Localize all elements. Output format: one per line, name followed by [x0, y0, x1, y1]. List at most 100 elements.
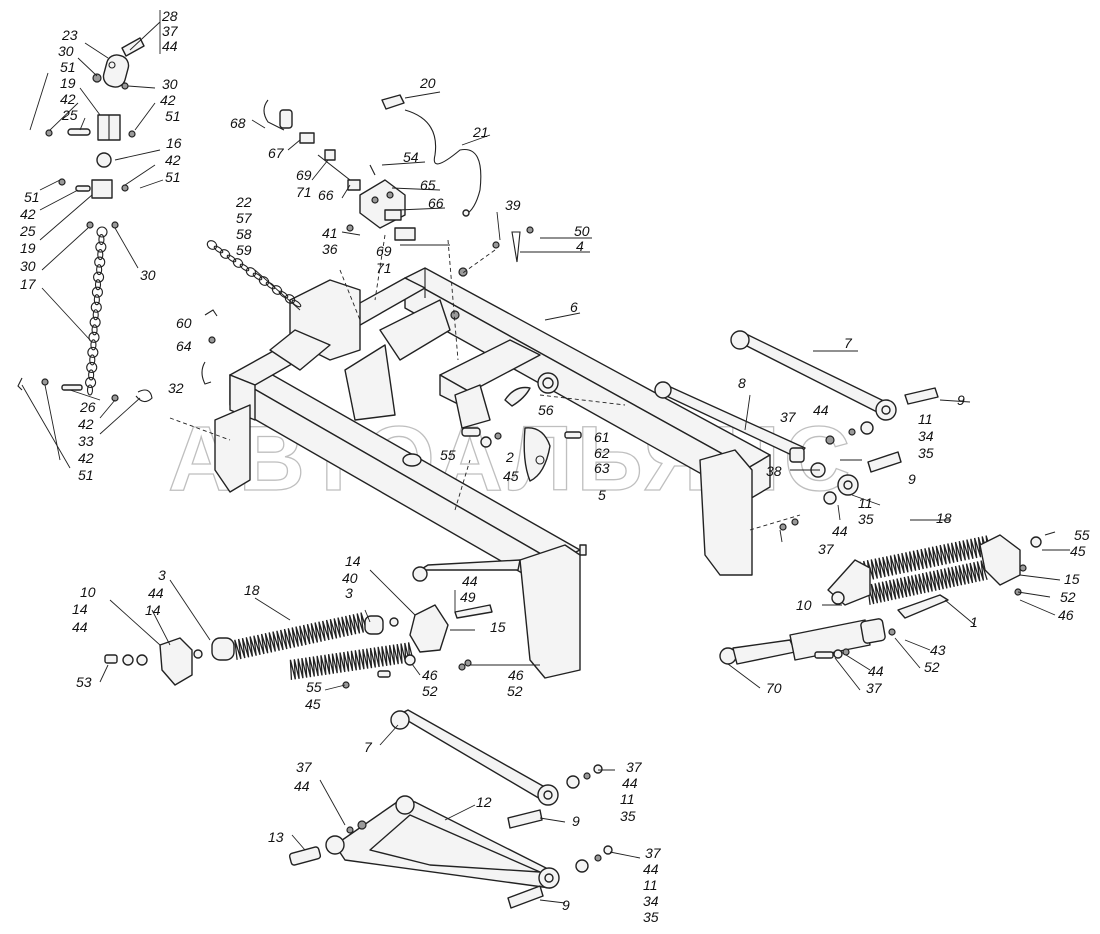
- callout-6: 6: [570, 299, 578, 315]
- chain-link: [85, 376, 97, 389]
- callout-17: 17: [20, 276, 37, 292]
- callout-45: 45: [305, 696, 321, 712]
- chain-link: [93, 294, 100, 306]
- callout-20: 20: [419, 75, 436, 91]
- callout-37: 37: [780, 409, 797, 425]
- chain-assembly: [17, 37, 153, 403]
- chain-link: [96, 226, 108, 238]
- chain-link: [88, 331, 100, 343]
- callout-68: 68: [230, 115, 246, 131]
- callout-21: 21: [472, 124, 489, 140]
- callout-49: 49: [460, 589, 476, 605]
- callout-32: 32: [168, 380, 184, 396]
- callout-52: 52: [1060, 589, 1076, 605]
- callout-51: 51: [165, 108, 181, 124]
- callout-52: 52: [422, 683, 438, 699]
- hydraulic-block: [263, 94, 482, 241]
- callout-35: 35: [918, 445, 934, 461]
- callout-38: 38: [766, 463, 782, 479]
- chain-link: [89, 316, 101, 328]
- callout-10: 10: [796, 597, 812, 613]
- hydraulic-cylinder: [719, 594, 949, 665]
- callout-7: 7: [844, 335, 853, 351]
- callout-56: 56: [538, 402, 554, 418]
- callout-30: 30: [20, 258, 36, 274]
- callout-15: 15: [490, 619, 506, 635]
- callout-30: 30: [140, 267, 156, 283]
- callout-34: 34: [918, 428, 934, 444]
- chain-link: [258, 276, 270, 286]
- callout-37: 37: [818, 541, 835, 557]
- callout-33: 33: [78, 433, 94, 449]
- callout-44: 44: [148, 585, 164, 601]
- chain-link: [87, 346, 99, 358]
- callout-55: 55: [1074, 527, 1090, 543]
- callout-42: 42: [20, 206, 36, 222]
- callout-42: 42: [78, 416, 94, 432]
- callout-67: 67: [268, 145, 285, 161]
- chain-link: [94, 256, 106, 268]
- callout-51: 51: [165, 169, 181, 185]
- callout-11: 11: [620, 791, 635, 807]
- callout-13: 13: [268, 829, 284, 845]
- callout-9: 9: [908, 471, 916, 487]
- callout-12: 12: [476, 794, 492, 810]
- callout-2: 2: [505, 449, 514, 465]
- callout-19: 19: [20, 240, 36, 256]
- callout-44: 44: [832, 523, 848, 539]
- callout-58: 58: [236, 226, 252, 242]
- callout-69: 69: [376, 243, 392, 259]
- callout-11: 11: [918, 411, 933, 427]
- callout-18: 18: [244, 582, 260, 598]
- callout-37: 37: [866, 680, 883, 696]
- callout-37: 37: [626, 759, 643, 775]
- chain-link: [98, 233, 105, 246]
- chain-link: [291, 299, 302, 308]
- callout-15: 15: [1064, 571, 1080, 587]
- callout-41: 41: [322, 225, 338, 241]
- callout-19: 19: [60, 75, 76, 91]
- chain-link: [265, 281, 276, 290]
- spring-assembly-left: [104, 559, 521, 689]
- chain-link: [219, 249, 231, 259]
- callout-37: 37: [162, 23, 179, 39]
- callout-35: 35: [620, 808, 636, 824]
- callout-22: 22: [235, 194, 252, 210]
- chain-link: [90, 301, 102, 313]
- callout-44: 44: [294, 778, 310, 794]
- chain-link: [232, 258, 244, 268]
- callout-11: 11: [858, 495, 873, 511]
- callout-14: 14: [145, 602, 161, 618]
- callout-16: 16: [166, 135, 182, 151]
- callout-45: 45: [1070, 543, 1086, 559]
- callout-37: 37: [296, 759, 313, 775]
- callout-5: 5: [598, 487, 606, 503]
- chain-link: [284, 294, 296, 304]
- callout-40: 40: [342, 570, 358, 586]
- callout-7: 7: [364, 739, 373, 755]
- callout-46: 46: [1058, 607, 1074, 623]
- callout-46: 46: [422, 667, 438, 683]
- callout-44: 44: [813, 402, 829, 418]
- callout-4: 4: [576, 238, 584, 254]
- callout-59: 59: [236, 242, 252, 258]
- lower-links: [288, 709, 613, 909]
- chain-link: [245, 267, 257, 277]
- chain-link: [96, 264, 103, 276]
- callout-42: 42: [78, 450, 94, 466]
- callout-14: 14: [345, 553, 361, 569]
- callout-61: 61: [594, 429, 610, 445]
- callout-9: 9: [957, 392, 965, 408]
- callout-51: 51: [60, 59, 76, 75]
- callout-30: 30: [162, 76, 178, 92]
- callout-36: 36: [322, 241, 338, 257]
- callout-11: 11: [643, 877, 658, 893]
- callout-35: 35: [643, 909, 659, 925]
- callout-54: 54: [403, 149, 419, 165]
- chain-link: [92, 309, 99, 321]
- callout-71: 71: [296, 184, 312, 200]
- callout-37: 37: [645, 845, 662, 861]
- callout-14: 14: [72, 601, 88, 617]
- callout-53: 53: [76, 674, 92, 690]
